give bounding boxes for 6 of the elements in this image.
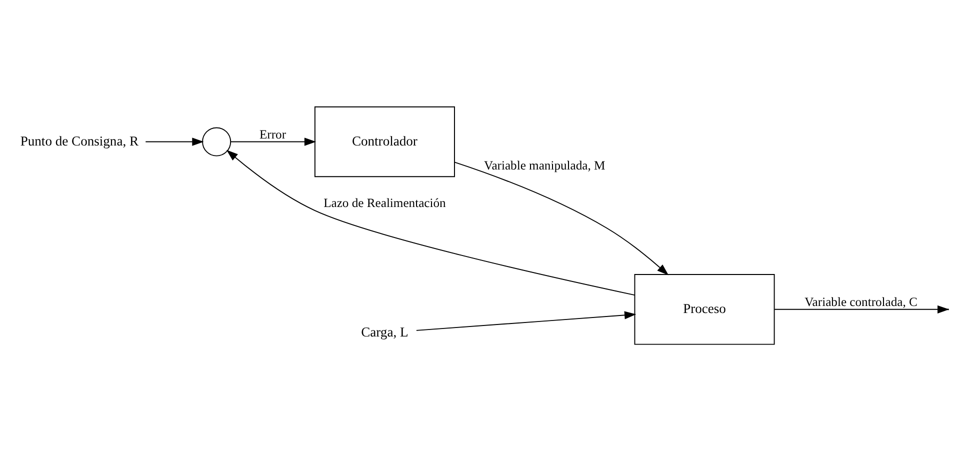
node-text: Carga, L bbox=[361, 324, 408, 340]
edge-label: Variable manipulada, M bbox=[484, 158, 606, 172]
edge-label: Variable controlada, C bbox=[804, 294, 918, 309]
edge-label: Lazo de Realimentación bbox=[324, 196, 446, 210]
edge-label: Error bbox=[260, 127, 286, 142]
node-text: Punto de Consigna, R bbox=[20, 133, 139, 148]
